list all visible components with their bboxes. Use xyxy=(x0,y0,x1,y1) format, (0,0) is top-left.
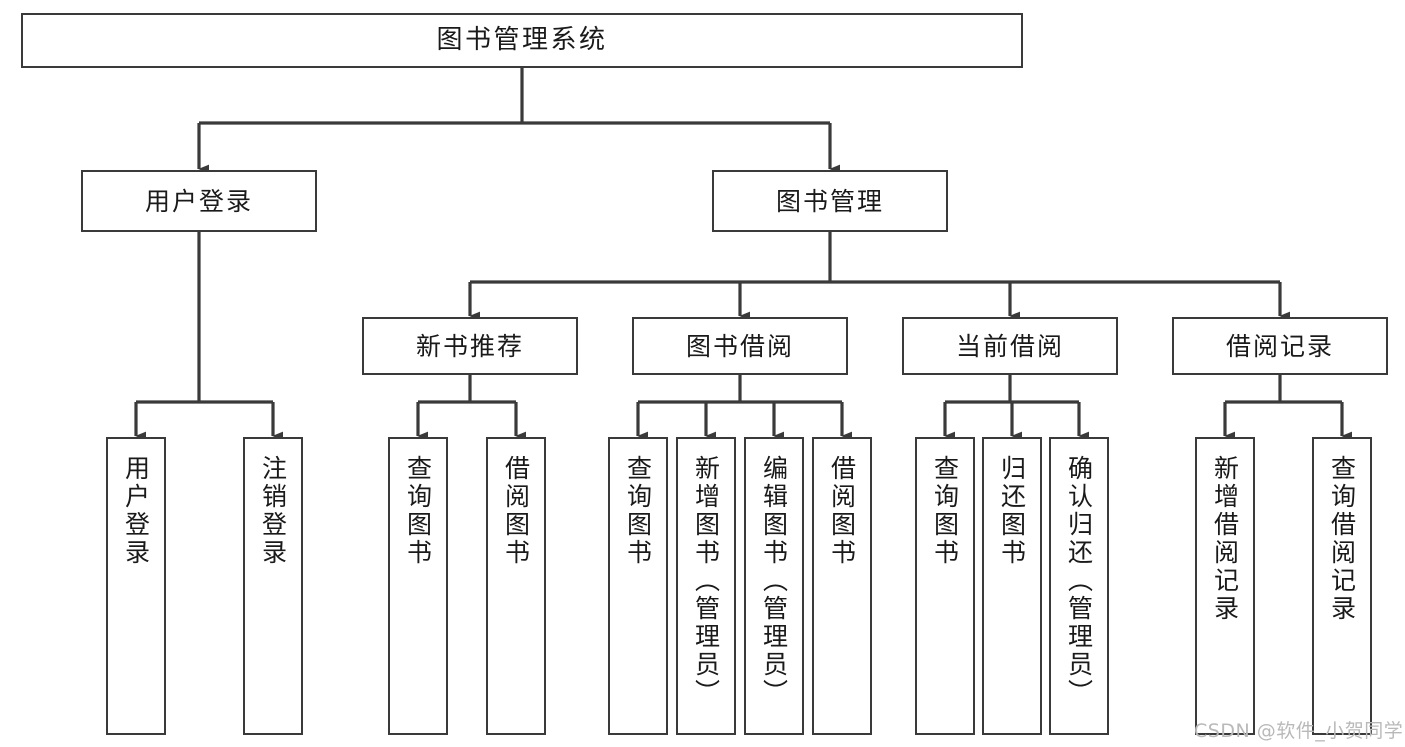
node-borrow-record[interactable]: 借阅记录 xyxy=(1172,317,1388,375)
node-label-leaf-borrow-borrow-book: 借阅图书 xyxy=(827,455,857,567)
node-label-leaf-borrow-edit-book: 编辑图书（管理员） xyxy=(759,455,789,707)
node-label-new-book-rec: 新书推荐 xyxy=(415,331,524,361)
node-label-leaf-rec-query-book: 查询图书 xyxy=(403,455,433,567)
node-label-current-borrow: 当前借阅 xyxy=(955,331,1064,361)
node-label-leaf-borrow-add-book: 新增图书（管理员） xyxy=(691,455,721,707)
node-leaf-cur-return-book[interactable]: 归还图书 xyxy=(982,437,1042,735)
node-leaf-borrow-borrow-book[interactable]: 借阅图书 xyxy=(812,437,872,735)
node-leaf-borrow-add-book[interactable]: 新增图书（管理员） xyxy=(676,437,736,735)
node-label-leaf-cur-return-book: 归还图书 xyxy=(997,455,1027,567)
node-leaf-rec-add-record[interactable]: 新增借阅记录 xyxy=(1195,437,1255,735)
node-leaf-user-logout[interactable]: 注销登录 xyxy=(243,437,303,735)
node-label-leaf-user-logout: 注销登录 xyxy=(258,455,288,567)
node-current-borrow[interactable]: 当前借阅 xyxy=(902,317,1118,375)
node-label-leaf-borrow-query-book: 查询图书 xyxy=(623,455,653,567)
node-label-leaf-user-login: 用户登录 xyxy=(121,455,151,567)
node-label-leaf-rec-query-record: 查询借阅记录 xyxy=(1327,455,1357,623)
node-new-book-rec[interactable]: 新书推荐 xyxy=(362,317,578,375)
node-label-user-login: 用户登录 xyxy=(144,186,253,216)
node-leaf-user-login[interactable]: 用户登录 xyxy=(106,437,166,735)
node-leaf-cur-confirm-return[interactable]: 确认归还（管理员） xyxy=(1049,437,1109,735)
node-label-leaf-rec-add-record: 新增借阅记录 xyxy=(1210,455,1240,623)
node-label-leaf-cur-query-book: 查询图书 xyxy=(930,455,960,567)
node-leaf-rec-query-record[interactable]: 查询借阅记录 xyxy=(1312,437,1372,735)
csdn-watermark: CSDN @软件_小贺同学 xyxy=(1194,720,1404,742)
node-book-borrow[interactable]: 图书借阅 xyxy=(632,317,848,375)
node-root[interactable]: 图书管理系统 xyxy=(21,13,1023,68)
node-leaf-borrow-edit-book[interactable]: 编辑图书（管理员） xyxy=(744,437,804,735)
node-leaf-rec-borrow-book[interactable]: 借阅图书 xyxy=(486,437,546,735)
node-label-leaf-cur-confirm-return: 确认归还（管理员） xyxy=(1064,455,1094,707)
edges-group xyxy=(134,68,1353,441)
node-label-borrow-record: 借阅记录 xyxy=(1225,331,1334,361)
node-label-book-manage: 图书管理 xyxy=(775,186,884,216)
node-label-book-borrow: 图书借阅 xyxy=(685,331,794,361)
node-book-manage[interactable]: 图书管理 xyxy=(712,170,948,232)
node-leaf-rec-query-book[interactable]: 查询图书 xyxy=(388,437,448,735)
node-user-login[interactable]: 用户登录 xyxy=(81,170,317,232)
node-leaf-borrow-query-book[interactable]: 查询图书 xyxy=(608,437,668,735)
node-leaf-cur-query-book[interactable]: 查询图书 xyxy=(915,437,975,735)
node-label-leaf-rec-borrow-book: 借阅图书 xyxy=(501,455,531,567)
node-label-root: 图书管理系统 xyxy=(436,25,608,56)
